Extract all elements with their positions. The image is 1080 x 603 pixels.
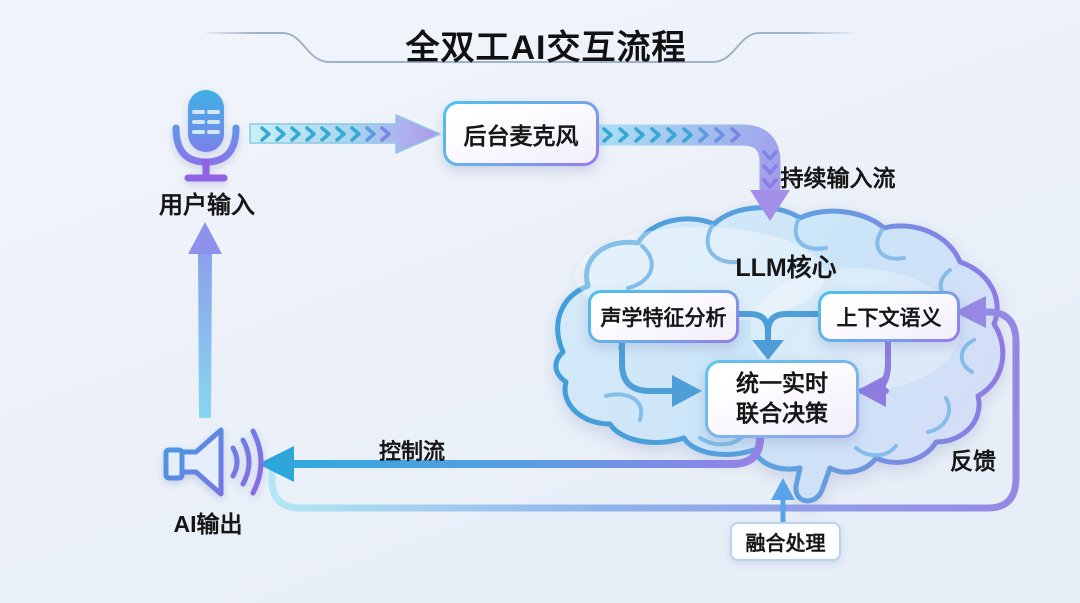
stream-arrowhead	[750, 190, 790, 221]
acoustic-side-arrow	[619, 333, 702, 407]
decision-label-line2: 联合决策	[736, 400, 828, 426]
node-acoustic-analysis: 声学特征分析	[588, 290, 739, 343]
node-fusion-processing: 融合处理	[730, 522, 841, 561]
microphone-icon	[172, 90, 240, 182]
llm-core-label: LLM核心	[735, 254, 837, 282]
output-to-input-arrow	[188, 222, 222, 418]
mic-to-box-arrow	[249, 114, 441, 154]
feedback-label: 反馈	[950, 448, 996, 474]
ai-output-label: AI输出	[173, 511, 243, 537]
merge-connector	[729, 311, 821, 360]
feedback-arrowhead	[954, 296, 986, 328]
fusion-processing-label: 融合处理	[745, 533, 826, 555]
control-flow-arrow	[258, 432, 764, 482]
node-decision: 统一实时 联合决策	[705, 360, 859, 438]
page-title: 全双工AI交互流程	[405, 29, 687, 67]
brain-shape	[553, 205, 1006, 504]
node-context-semantics: 上下文语义	[818, 291, 960, 342]
acoustic-analysis-label: 声学特征分析	[600, 306, 727, 330]
context-semantics-label: 上下文语义	[836, 306, 942, 330]
control-flow-arrowhead	[258, 446, 294, 482]
control-flow-label: 控制流	[378, 439, 446, 464]
fusion-arrow	[771, 478, 795, 522]
feedback-loop-arrow	[268, 296, 1020, 512]
continuous-input-stream-label: 持续输入流	[780, 165, 896, 191]
box-to-brain-arrow	[594, 124, 790, 221]
speaker-icon	[163, 427, 264, 497]
context-side-arrow	[856, 333, 891, 407]
node-background-mic: 后台麦克风	[443, 101, 599, 166]
title-banner-line	[206, 32, 856, 63]
decision-label-line1: 统一实时	[736, 370, 828, 397]
user-input-label: 用户输入	[159, 192, 255, 219]
background-mic-label: 后台麦克风	[463, 122, 579, 149]
